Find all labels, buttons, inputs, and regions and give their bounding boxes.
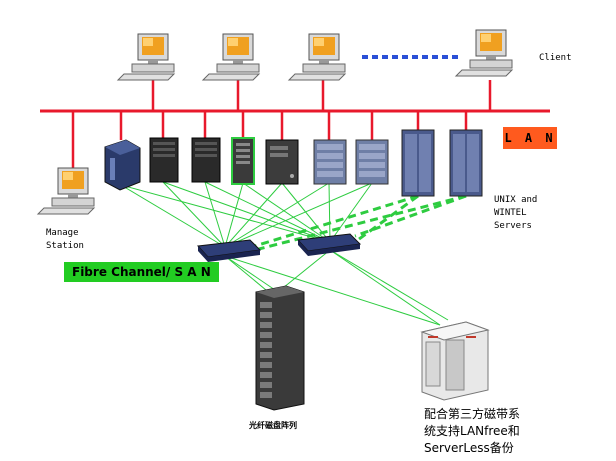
unix-server-cabinet-icon <box>401 129 435 197</box>
san-link <box>224 182 244 248</box>
server-tower-icon <box>149 137 179 183</box>
servers-label-line: WINTEL <box>494 208 527 218</box>
server-rack-icon <box>355 139 389 185</box>
server-blue-cube-icon <box>104 139 141 191</box>
server-green-tower-icon <box>231 137 255 185</box>
san-badge: Fibre Channel/ S A N <box>64 262 219 282</box>
server-tower-icon <box>191 137 221 183</box>
fc-switch-icon <box>296 233 362 256</box>
san-links <box>120 181 449 326</box>
san-link <box>204 181 226 248</box>
san-link <box>277 249 331 293</box>
tape-caption-line: 配合第三方磁带系 <box>424 407 521 421</box>
san-link <box>204 181 331 243</box>
san-link <box>224 182 330 248</box>
client-workstation-icon <box>288 33 346 81</box>
san-link <box>224 182 373 248</box>
lan-bus <box>40 80 550 168</box>
unix-server-cabinet-icon <box>449 129 483 197</box>
lan-badge: L A N <box>503 127 557 149</box>
server-rack-icon <box>313 139 347 185</box>
servers-label-line: Servers <box>494 221 532 231</box>
fc-switch-icon <box>196 239 262 262</box>
client-label: Client <box>539 53 572 63</box>
disk-array-label: 光纤磁盘阵列 <box>249 421 297 430</box>
client-workstation-icon <box>202 33 260 81</box>
client-workstation-icon <box>455 29 513 77</box>
san-link <box>329 249 441 326</box>
tape-caption-line: 统支持LANfree和 <box>424 424 520 438</box>
san-link <box>120 184 331 243</box>
manage-station-label: Manage Station <box>46 227 84 253</box>
server-gray-tower-icon <box>265 139 299 185</box>
san-link <box>162 181 226 248</box>
manage-station-icon <box>37 167 95 215</box>
manage-station-label-line: Station <box>46 241 84 251</box>
tape-caption-line: ServerLess备份 <box>424 441 514 455</box>
san-link <box>329 249 449 321</box>
servers-label: UNIX and WINTEL Servers <box>494 194 537 233</box>
san-dashed-links <box>254 194 467 252</box>
servers-label-line: UNIX and <box>494 195 538 205</box>
tape-library-icon <box>420 321 490 401</box>
san-link <box>242 182 331 243</box>
tape-caption: 配合第三方磁带系 统支持LANfree和 ServerLess备份 <box>424 406 520 457</box>
san-link <box>328 182 331 243</box>
san-link <box>224 255 441 326</box>
san-link <box>120 184 226 248</box>
san-link <box>224 255 279 293</box>
more-clients-ellipsis <box>362 55 458 59</box>
manage-station-label-line: Manage <box>46 228 79 238</box>
client-workstation-icon <box>117 33 175 81</box>
san-link <box>329 182 373 243</box>
disk-array-icon <box>255 285 305 411</box>
